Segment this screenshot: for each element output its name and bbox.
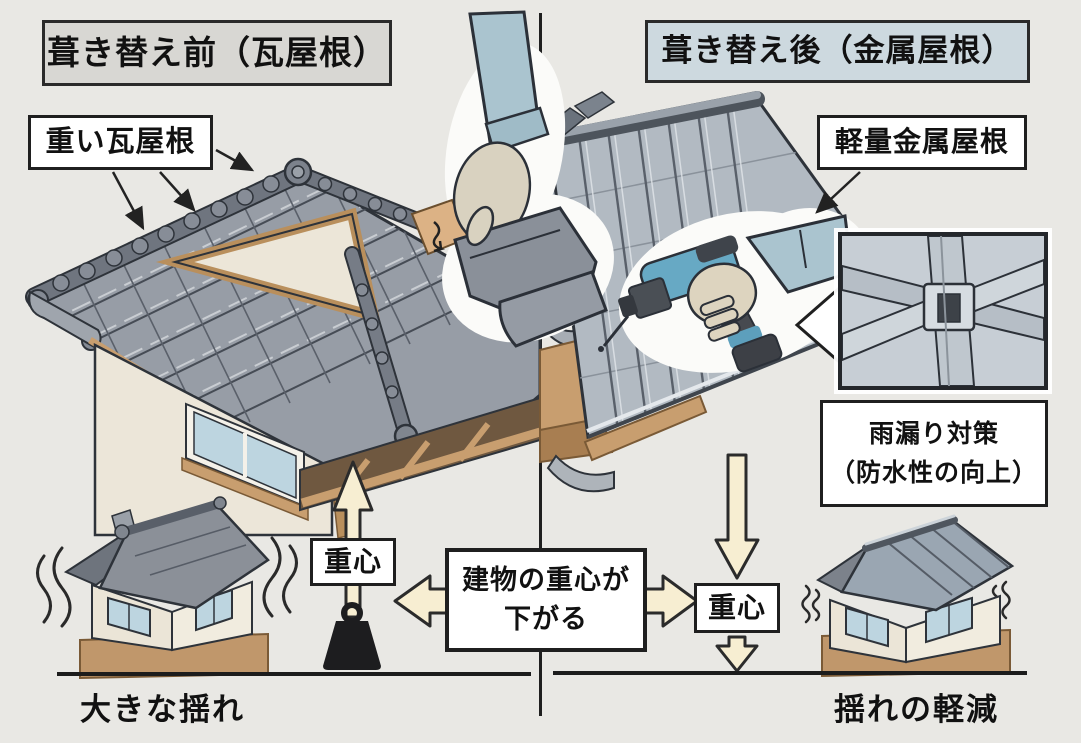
down-arrow-lower [715, 635, 759, 673]
left-arrow [393, 574, 450, 628]
cog-note-line2: 下がる [504, 604, 588, 634]
right-arrow [643, 574, 699, 628]
shaking-house-after [801, 514, 1015, 678]
hand-with-drill-icon [598, 208, 868, 373]
seam-detail-inset [838, 232, 1048, 390]
cog-label-before: 重心 [310, 538, 396, 586]
ridge-ornament [283, 157, 313, 187]
shake-label-after: 揺れの軽減 [834, 692, 999, 727]
shake-lines-strong [36, 536, 298, 628]
shaking-house-before [36, 496, 298, 680]
hand-with-tile-icon [410, 10, 614, 348]
shake-label-before: 大きな揺れ [80, 692, 245, 727]
rain-leak-line1: 雨漏り対策 [868, 419, 999, 448]
title-before: 葺き替え前（瓦屋根） [42, 20, 392, 86]
pointer-arrows [111, 148, 861, 231]
rain-leak-line2: （防水性の向上） [829, 458, 1038, 487]
seam-detail-drawing [842, 236, 1044, 386]
down-arrow-upper [714, 453, 760, 580]
title-after: 葺き替え後（金属屋根） [645, 20, 1030, 83]
light-metal-roof-label: 軽量金属屋根 [817, 115, 1027, 170]
cog-note-line1: 建物の重心が [462, 564, 630, 595]
heavy-tile-roof-label: 重い瓦屋根 [28, 115, 213, 170]
weight-icon [323, 602, 381, 670]
cog-label-after: 重心 [694, 583, 780, 633]
rain-leak-label: 雨漏り対策 （防水性の向上） [820, 400, 1048, 507]
center-of-gravity-note: 建物の重心が 下がる [445, 548, 647, 652]
window [181, 402, 309, 522]
